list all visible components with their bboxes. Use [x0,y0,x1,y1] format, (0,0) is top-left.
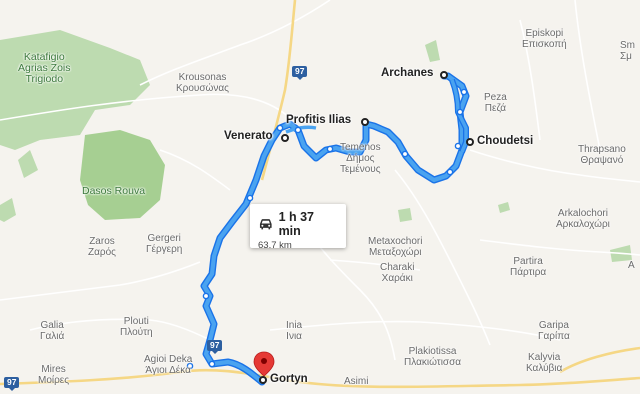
route-info-card[interactable]: 1 h 37 min 63.7 km [250,204,346,251]
waypoint-label-gortyn[interactable]: Gortyn [270,373,308,385]
minor-roads [0,0,640,361]
road-shield-97: 97 [207,340,223,354]
place-label-edge-a: A [628,260,635,271]
place-label-asimi: Asimi [344,376,369,387]
waypoint-marker-gortyn[interactable] [259,376,267,384]
route-line [186,72,470,386]
waypoint-marker-choudetsi[interactable] [466,138,474,146]
waypoint-marker-archanes[interactable] [440,71,448,79]
waypoint-label-venerato[interactable]: Venerato [224,130,273,142]
destination-pin-icon[interactable] [253,351,275,377]
waypoint-label-choudetsi[interactable]: Choudetsi [477,135,534,147]
route-duration-row: 1 h 37 min [258,210,338,238]
car-icon [259,219,272,230]
road-shield-97: 97 [292,66,308,80]
place-label-dasos-rouva: Dasos Rouva [82,185,146,197]
waypoint-label-archanes[interactable]: Archanes [381,67,434,79]
waypoint-marker-venerato[interactable] [281,134,289,142]
waypoint-label-profitis-ilias[interactable]: Profitis Ilias [286,114,352,126]
road-shield-97: 97 [4,377,20,391]
route-distance: 63.7 km [258,240,292,251]
waypoint-marker-profitis-ilias[interactable] [361,118,369,126]
route-duration: 1 h 37 min [278,210,314,238]
